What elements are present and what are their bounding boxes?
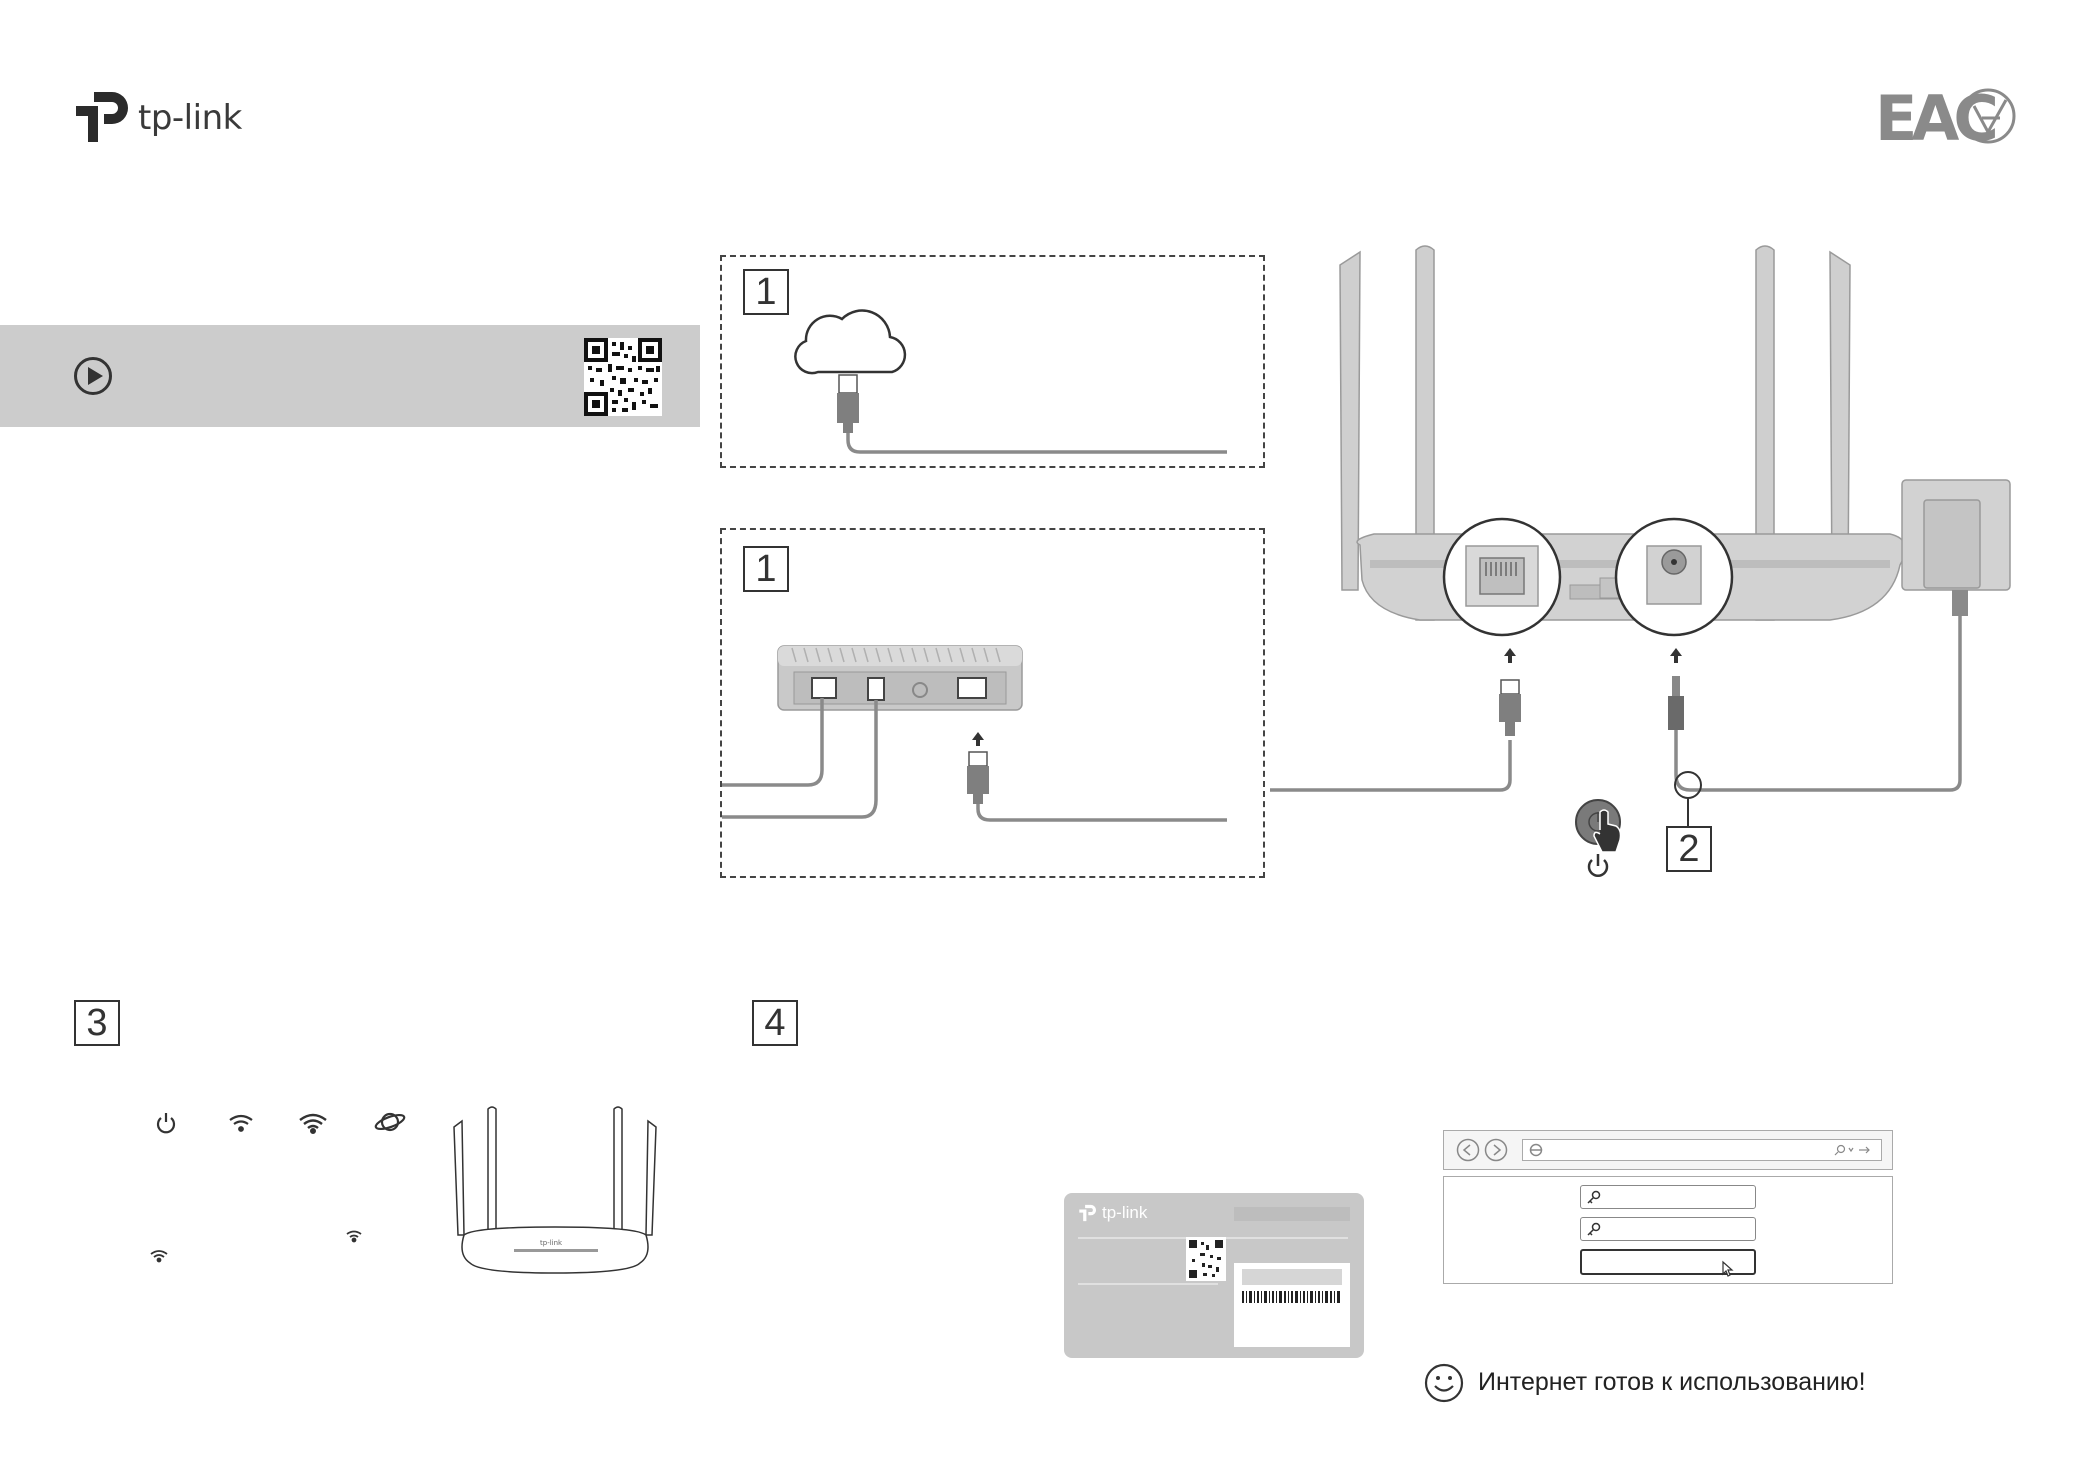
barcode-area <box>1234 1263 1350 1347</box>
certification-check-icon <box>1960 88 2016 144</box>
browser-toolbar <box>1443 1130 1893 1170</box>
wifi-icon <box>229 1114 253 1132</box>
arrow-up-icon <box>1504 648 1516 663</box>
brand-logo: tp-link <box>72 86 242 148</box>
step-1-modem-panel: 1 <box>720 528 1265 878</box>
wifi-5g-icon <box>299 1113 327 1135</box>
mouse-cursor-icon <box>1722 1260 1734 1277</box>
browser-window <box>1443 1130 1893 1285</box>
password-field[interactable] <box>1580 1217 1756 1241</box>
internet-globe-icon <box>374 1112 406 1132</box>
device-label-card: tp-link <box>1064 1193 1364 1358</box>
key-icon <box>1587 1222 1601 1236</box>
wifi-icon <box>346 1230 362 1243</box>
wifi-icon <box>150 1250 168 1263</box>
key-icon <box>1587 1190 1601 1204</box>
power-icon <box>156 1113 176 1134</box>
internet-ready-message: Интернет готов к использованию! <box>1478 1368 1866 1396</box>
forward-button-icon[interactable] <box>1484 1138 1508 1162</box>
internet-illustration <box>794 309 1227 454</box>
step-number-badge: 2 <box>1666 826 1712 872</box>
address-bar[interactable] <box>1522 1139 1882 1161</box>
video-guide-banner[interactable] <box>0 325 700 427</box>
play-icon[interactable] <box>74 357 112 395</box>
back-button-icon[interactable] <box>1456 1138 1480 1162</box>
qr-code-icon[interactable] <box>584 338 662 416</box>
barcode-icon <box>1242 1291 1340 1303</box>
username-field[interactable] <box>1580 1185 1756 1209</box>
power-icon <box>1587 854 1609 877</box>
step-1-internet-panel: 1 <box>720 255 1265 468</box>
login-form <box>1443 1176 1893 1284</box>
step-number-badge: 3 <box>74 1000 120 1046</box>
smiley-icon <box>1424 1363 1464 1403</box>
modem-illustration <box>722 645 1227 822</box>
cloud-icon <box>794 309 907 375</box>
step-number-badge: 1 <box>743 546 789 592</box>
brand-name: tp-link <box>138 98 242 138</box>
login-button[interactable] <box>1580 1249 1756 1277</box>
svg-text:tp-link: tp-link <box>540 1239 563 1247</box>
step-number-badge: 4 <box>752 1000 798 1046</box>
arrow-up-icon <box>1670 648 1682 663</box>
browser-e-icon <box>1529 1143 1543 1157</box>
tp-link-logo-mark-icon <box>76 92 128 142</box>
arrow-up-icon <box>972 732 984 746</box>
ethernet-plug-icon <box>837 374 859 433</box>
label-card-brand: tp-link <box>1102 1203 1148 1222</box>
qr-code-icon <box>1186 1237 1226 1281</box>
router-front-illustration: tp-link <box>453 1106 657 1274</box>
router-back-illustration <box>1270 245 2011 877</box>
eac-mark: EAC <box>1875 82 1999 155</box>
power-button-icon <box>1575 799 1622 853</box>
step-number-badge: 1 <box>743 269 789 315</box>
wan-port-zoom <box>1442 517 1562 637</box>
power-adapter-icon <box>1901 479 2011 616</box>
tp-link-logo-mark-icon <box>1079 1204 1097 1222</box>
search-go-icon[interactable] <box>1834 1144 1875 1156</box>
label-card-logo: tp-link <box>1078 1203 1147 1223</box>
power-port-zoom <box>1614 517 1734 637</box>
led-icons-row <box>150 1112 406 1263</box>
